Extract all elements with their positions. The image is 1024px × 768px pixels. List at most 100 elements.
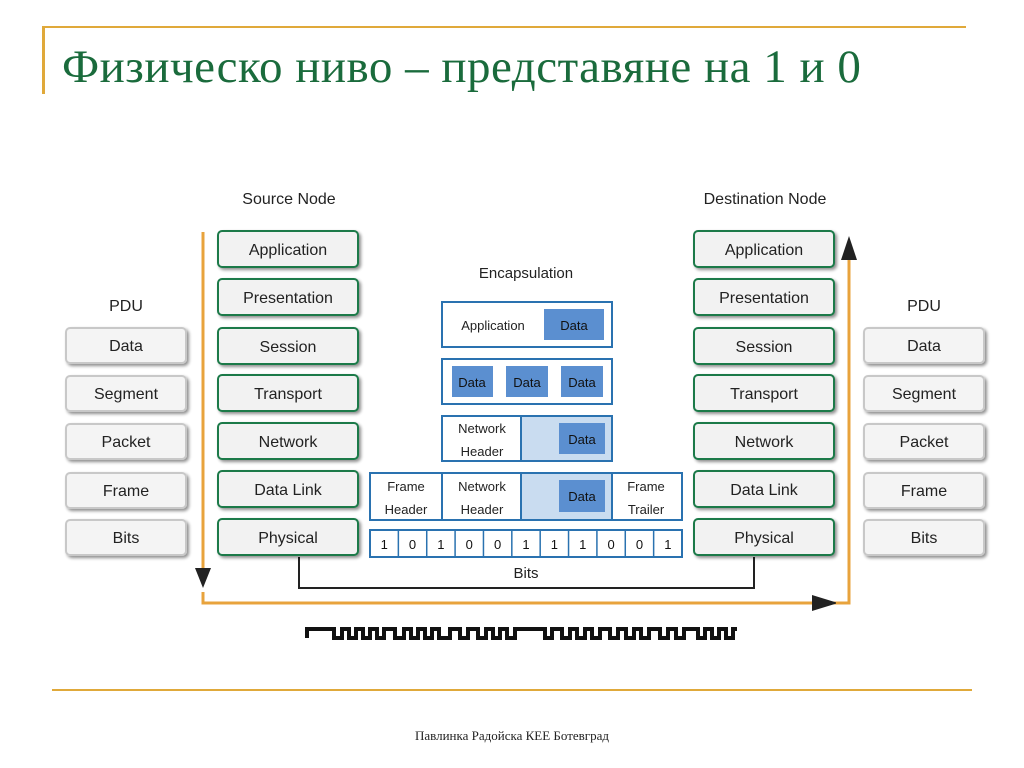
bit-value: 1 (522, 537, 529, 552)
svg-text:Data: Data (568, 432, 596, 447)
svg-text:Segment: Segment (94, 386, 159, 403)
encap-segment-row: Data Data Data (441, 358, 613, 405)
svg-text:Presentation: Presentation (719, 290, 809, 307)
pdu-right-bits: Bits (863, 519, 985, 556)
svg-text:Frame: Frame (901, 483, 947, 500)
pdu-right-packet: Packet (863, 423, 985, 460)
bit-value: 0 (409, 537, 416, 552)
pdu-list-right: Data Segment Packet Frame Bits (863, 327, 985, 556)
svg-text:Network: Network (458, 479, 506, 494)
svg-text:Packet: Packet (102, 434, 151, 451)
svg-text:Application: Application (461, 318, 525, 333)
source-layer-stack: Application Presentation Session Transpo… (217, 230, 359, 556)
source-layer-session: Session (217, 327, 359, 365)
svg-text:Application: Application (725, 242, 803, 259)
svg-text:Data: Data (109, 338, 143, 355)
pdu-right-segment: Segment (863, 375, 985, 412)
bit-value: 1 (381, 537, 388, 552)
svg-text:Bits: Bits (113, 530, 140, 547)
svg-text:Packet: Packet (900, 434, 949, 451)
pdu-right-frame: Frame (863, 472, 985, 509)
destination-layer-application: Application (693, 230, 835, 268)
svg-text:Data: Data (513, 375, 541, 390)
encap-packet-row: Network Header Data (441, 415, 613, 462)
destination-layer-data-link: Data Link (693, 470, 835, 508)
flow-arrows (195, 232, 857, 611)
destination-layer-stack: Application Presentation Session Transpo… (693, 230, 835, 556)
svg-text:Header: Header (385, 502, 428, 517)
destination-layer-presentation: Presentation (693, 278, 835, 316)
svg-text:Application: Application (249, 242, 327, 259)
destination-layer-physical: Physical (693, 518, 835, 556)
svg-text:Header: Header (461, 502, 504, 517)
pdu-left-packet: Packet (65, 423, 187, 460)
destination-layer-network: Network (693, 422, 835, 460)
svg-text:Physical: Physical (258, 530, 318, 547)
footer-text: Павлинка Радойска КЕЕ Ботевград (414, 728, 610, 743)
bit-value: 0 (466, 537, 473, 552)
bit-value: 1 (579, 537, 586, 552)
pdu-left-bits: Bits (65, 519, 187, 556)
svg-text:Session: Session (260, 339, 317, 356)
svg-text:Frame: Frame (627, 479, 665, 494)
encap-frame-row: Frame Header Network Header Data Frame T… (369, 472, 683, 521)
svg-text:Frame: Frame (103, 483, 149, 500)
bit-value: 0 (494, 537, 501, 552)
destination-layer-transport: Transport (693, 374, 835, 412)
destination-node-label: Destination Node (704, 191, 827, 208)
source-layer-application: Application (217, 230, 359, 268)
svg-text:Data: Data (568, 489, 596, 504)
destination-layer-session: Session (693, 327, 835, 365)
pdu-left-segment: Segment (65, 375, 187, 412)
encap-application-row: Application Data (441, 301, 613, 348)
bit-value: 0 (636, 537, 643, 552)
source-layer-network: Network (217, 422, 359, 460)
pdu-left-frame: Frame (65, 472, 187, 509)
svg-text:Bits: Bits (911, 530, 938, 547)
bit-value: 0 (607, 537, 614, 552)
svg-text:Data Link: Data Link (254, 482, 323, 499)
svg-text:Network: Network (259, 434, 319, 451)
svg-text:Session: Session (736, 339, 793, 356)
source-layer-presentation: Presentation (217, 278, 359, 316)
bits-connector (298, 557, 755, 589)
source-layer-physical: Physical (217, 518, 359, 556)
bit-stream: 1 0 1 0 0 1 1 1 0 0 1 (369, 529, 683, 558)
title-rule (42, 26, 966, 28)
down-arrow-icon (195, 568, 211, 588)
pdu-list-left: Data Segment Packet Frame Bits (65, 327, 187, 556)
svg-text:Header: Header (461, 444, 504, 459)
title-accent (42, 26, 45, 94)
pdu-left-data: Data (65, 327, 187, 364)
pdu-label-left: PDU (109, 298, 143, 315)
svg-text:Data: Data (568, 375, 596, 390)
bits-label: Bits (513, 565, 538, 582)
bit-value: 1 (437, 537, 444, 552)
svg-text:Data Link: Data Link (730, 482, 799, 499)
footer-rule (52, 689, 972, 691)
svg-text:Presentation: Presentation (243, 290, 333, 307)
bit-value: 1 (551, 537, 558, 552)
source-node-label: Source Node (242, 191, 335, 208)
svg-text:Frame: Frame (387, 479, 425, 494)
source-layer-data-link: Data Link (217, 470, 359, 508)
pdu-label-right: PDU (907, 298, 941, 315)
signal-waveform (305, 627, 737, 640)
svg-text:Transport: Transport (254, 386, 322, 403)
svg-text:Data: Data (907, 338, 941, 355)
bit-value: 1 (664, 537, 671, 552)
svg-text:Trailer: Trailer (628, 502, 665, 517)
svg-text:Network: Network (735, 434, 795, 451)
pdu-right-data: Data (863, 327, 985, 364)
slide-title: Физическо ниво – представяне на 1 и 0 (62, 41, 862, 93)
svg-text:Transport: Transport (730, 386, 798, 403)
right-arrow-icon (812, 595, 838, 611)
svg-text:Segment: Segment (892, 386, 957, 403)
svg-text:Network: Network (458, 421, 506, 436)
svg-text:Data: Data (458, 375, 486, 390)
up-arrow-icon (841, 236, 857, 260)
encapsulation-label: Encapsulation (479, 265, 573, 282)
source-layer-transport: Transport (217, 374, 359, 412)
svg-text:Data: Data (560, 318, 588, 333)
